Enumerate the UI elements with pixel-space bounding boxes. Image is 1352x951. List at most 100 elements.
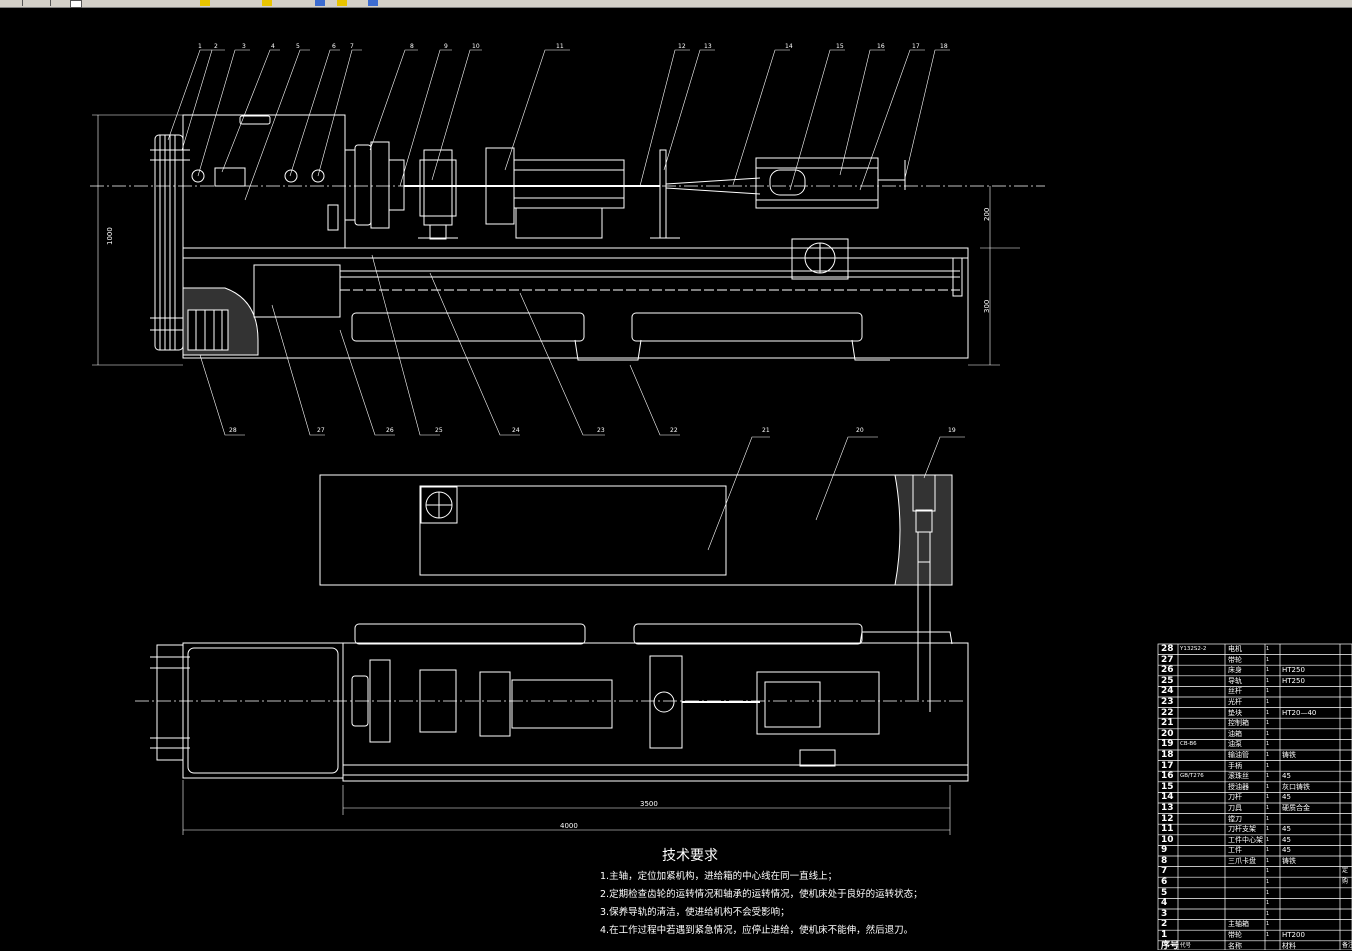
bom-cell-qty: 1 xyxy=(1266,804,1270,811)
bom-cell-name: 刀杆 xyxy=(1228,793,1242,802)
bom-cell-qty: 1 xyxy=(1266,688,1270,695)
bom-cell-name: 三爪卡盘 xyxy=(1228,856,1256,865)
bom-cell-no: 9 xyxy=(1161,845,1168,856)
bom-cell-mat: 45 xyxy=(1282,835,1291,844)
bom-cell-name: 垫块 xyxy=(1228,708,1242,717)
bom-cell-no: 20 xyxy=(1161,728,1174,739)
bom-row: 序号代号名称材料备注 xyxy=(1158,941,1352,951)
bom-cell-name: 丝杆 xyxy=(1228,687,1242,696)
bom-cell-qty: 1 xyxy=(1266,932,1270,939)
dim-center-height: 200 xyxy=(983,208,991,221)
machine-bed xyxy=(182,247,969,359)
work-support xyxy=(423,149,453,226)
balloon-label: 22 xyxy=(670,427,678,434)
balloon-label: 5 xyxy=(296,43,300,50)
bom-cell-qty: 1 xyxy=(1266,857,1270,864)
toolbar-button[interactable] xyxy=(262,0,272,6)
bom-cell-no: 7 xyxy=(1161,866,1168,877)
toolbar-button[interactable] xyxy=(200,0,210,6)
balloon-label: 2 xyxy=(214,43,218,50)
bom-cell-no: 26 xyxy=(1161,665,1174,676)
toolbar-button[interactable] xyxy=(40,0,51,6)
dim-bed-height: 300 xyxy=(983,300,991,313)
bom-cell-name: 电机 xyxy=(1228,645,1242,653)
bom-cell-qty: 1 xyxy=(1266,677,1270,684)
oil-tank xyxy=(319,474,953,586)
bom-cell-mat: 硬质合金 xyxy=(1282,803,1310,812)
bom-cell-code: GB/T276 xyxy=(1180,773,1204,780)
bom-cell-name: 名称 xyxy=(1228,941,1242,950)
bom-cell-mat: 45 xyxy=(1282,772,1291,781)
bom-cell-no: 24 xyxy=(1161,686,1174,697)
bom-row: 23 光杆 1 xyxy=(1158,697,1352,708)
bom-cell-mat: HT200 xyxy=(1282,931,1305,940)
balloon-label: 23 xyxy=(597,427,605,434)
top-view xyxy=(135,623,969,835)
bom-cell-no: 25 xyxy=(1161,675,1174,686)
note-2: 2.定期检查齿轮的运转情况和轴承的运转情况，使机床处于良好的运转状态； xyxy=(600,889,923,900)
toolbar xyxy=(0,0,1352,8)
toolbar-button[interactable] xyxy=(315,0,325,6)
dim-len-inner: 3500 xyxy=(640,800,658,808)
toolbar-button[interactable] xyxy=(70,0,82,8)
bom-cell-no: 14 xyxy=(1161,792,1174,803)
toolbar-button[interactable] xyxy=(368,0,378,6)
bom-cell-qty: 1 xyxy=(1266,910,1270,917)
bom-cell-no: 28 xyxy=(1161,644,1174,654)
balloon-label: 17 xyxy=(912,43,920,50)
bom-cell-qty: 1 xyxy=(1266,667,1270,674)
bom-cell-note: 备注 xyxy=(1342,941,1352,949)
bom-cell-qty: 1 xyxy=(1266,698,1270,705)
bom-cell-name: 带轮 xyxy=(1228,931,1242,940)
balloon-label: 25 xyxy=(435,427,443,434)
bom-cell-mat: 45 xyxy=(1282,846,1291,855)
bom-cell-no: 1 xyxy=(1161,930,1168,941)
oil-feeder xyxy=(755,157,879,209)
bom-cell-name: 带轮 xyxy=(1228,655,1242,664)
toolbar-button[interactable] xyxy=(337,0,347,6)
balloon-label: 4 xyxy=(271,43,275,50)
balloon-label: 24 xyxy=(512,427,520,434)
dim-height-overall: 1000 xyxy=(106,227,114,245)
bom-cell-mat: 45 xyxy=(1282,825,1291,834)
control-box xyxy=(253,264,341,318)
bom-cell-note: 定 xyxy=(1342,867,1349,875)
bom-cell-name: 授油器 xyxy=(1228,782,1249,791)
bom-cell-no: 3 xyxy=(1161,908,1168,919)
balloon-label: 11 xyxy=(556,43,564,50)
balloon-label: 15 xyxy=(836,43,844,50)
bom-cell-name: 床身 xyxy=(1228,666,1242,675)
bom-cell-qty: 1 xyxy=(1266,646,1270,652)
bom-cell-no: 23 xyxy=(1161,696,1174,707)
balloon-label: 18 xyxy=(940,43,948,50)
bom-cell-no: 4 xyxy=(1161,898,1168,909)
bom-cell-mat: 灰口铸铁 xyxy=(1282,782,1310,791)
balloon-label: 7 xyxy=(350,43,354,50)
bom-cell-name: 光杆 xyxy=(1228,697,1242,706)
bom-cell-no: 17 xyxy=(1161,760,1174,771)
bom-cell-name: 刀杆支架 xyxy=(1228,825,1256,834)
bom-cell-qty: 1 xyxy=(1266,815,1270,822)
balloon-label: 16 xyxy=(877,43,885,50)
toolbar-button[interactable] xyxy=(12,0,23,6)
bom-cell-name: 输油管 xyxy=(1228,750,1249,759)
balloon-label: 12 xyxy=(678,43,686,50)
balloon-label: 1 xyxy=(198,43,202,50)
